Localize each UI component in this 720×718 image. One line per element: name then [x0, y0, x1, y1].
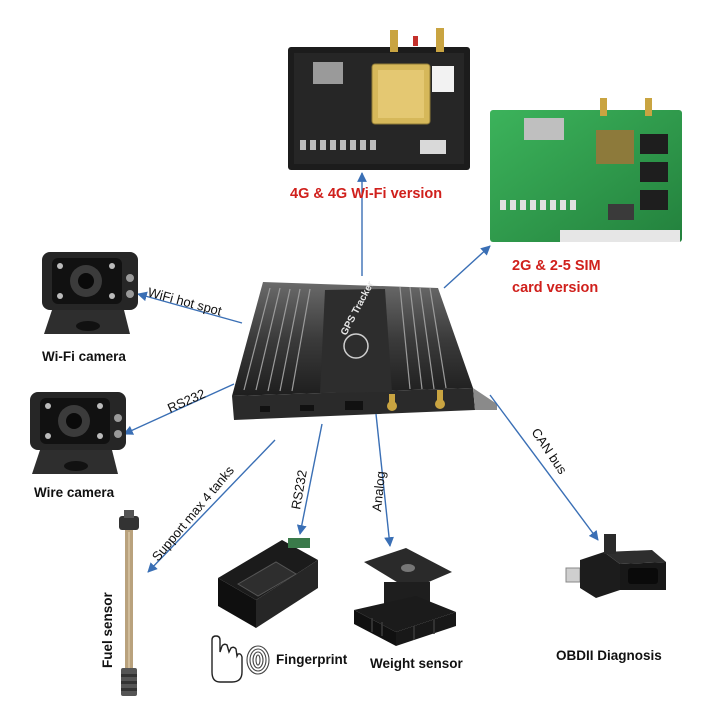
obd-connector-image [565, 534, 666, 598]
arrow-to-weight-sensor [375, 413, 394, 547]
arrow-to-2g-board [443, 245, 491, 289]
connector-arrows [123, 172, 599, 573]
hand-pointer-icon [211, 635, 243, 683]
wifi-camera-image [42, 252, 138, 334]
weight-sensor-icon [354, 548, 456, 646]
label-2g-version-line2: card version [512, 280, 598, 296]
label-can-bus: CAN bus [529, 425, 571, 477]
label-rs232-fingerprint: RS232 [288, 469, 310, 511]
fingerprint-reader-image [218, 538, 318, 628]
label-rs232-camera: RS232 [165, 386, 207, 416]
arrow-to-obd [489, 394, 599, 541]
fingerprint-icon [246, 645, 270, 675]
label-wifi-hotspot: WiFi hot spot [146, 284, 224, 318]
board-2g-image [490, 98, 682, 242]
board-4g-image [288, 28, 470, 170]
label-analog: Analog [369, 470, 388, 512]
arrow-to-wifi-camera [137, 291, 243, 324]
wire-camera-image [30, 392, 126, 474]
weight-sensor-image [354, 548, 456, 646]
arrow-to-fingerprint [296, 423, 323, 535]
label-weight-sensor: Weight sensor [370, 656, 464, 671]
label-4g-version: 4G & 4G Wi-Fi version [290, 186, 442, 202]
camera-icon [30, 392, 126, 474]
label-obd: OBDII Diagnosis [556, 648, 662, 663]
arrow-to-wire-camera [123, 383, 235, 435]
arrow-to-fuel-sensor [147, 439, 276, 573]
label-fingerprint: Fingerprint [276, 652, 348, 667]
label-wifi-camera: Wi-Fi camera [42, 349, 126, 364]
fingerprint-reader-icon [218, 538, 318, 628]
label-fuel-tanks: Support max 4 tanks [149, 463, 237, 564]
obd-connector-icon [565, 534, 666, 598]
camera-icon [42, 252, 138, 334]
gps-tracker-device: GPS Tracker [232, 280, 497, 420]
label-fuel-sensor: Fuel sensor [100, 591, 115, 668]
label-wire-camera: Wire camera [34, 485, 115, 500]
fuel-probe-icon [119, 510, 139, 696]
label-2g-version-line1: 2G & 2-5 SIM [512, 258, 601, 274]
fuel-sensor-image [119, 510, 139, 696]
